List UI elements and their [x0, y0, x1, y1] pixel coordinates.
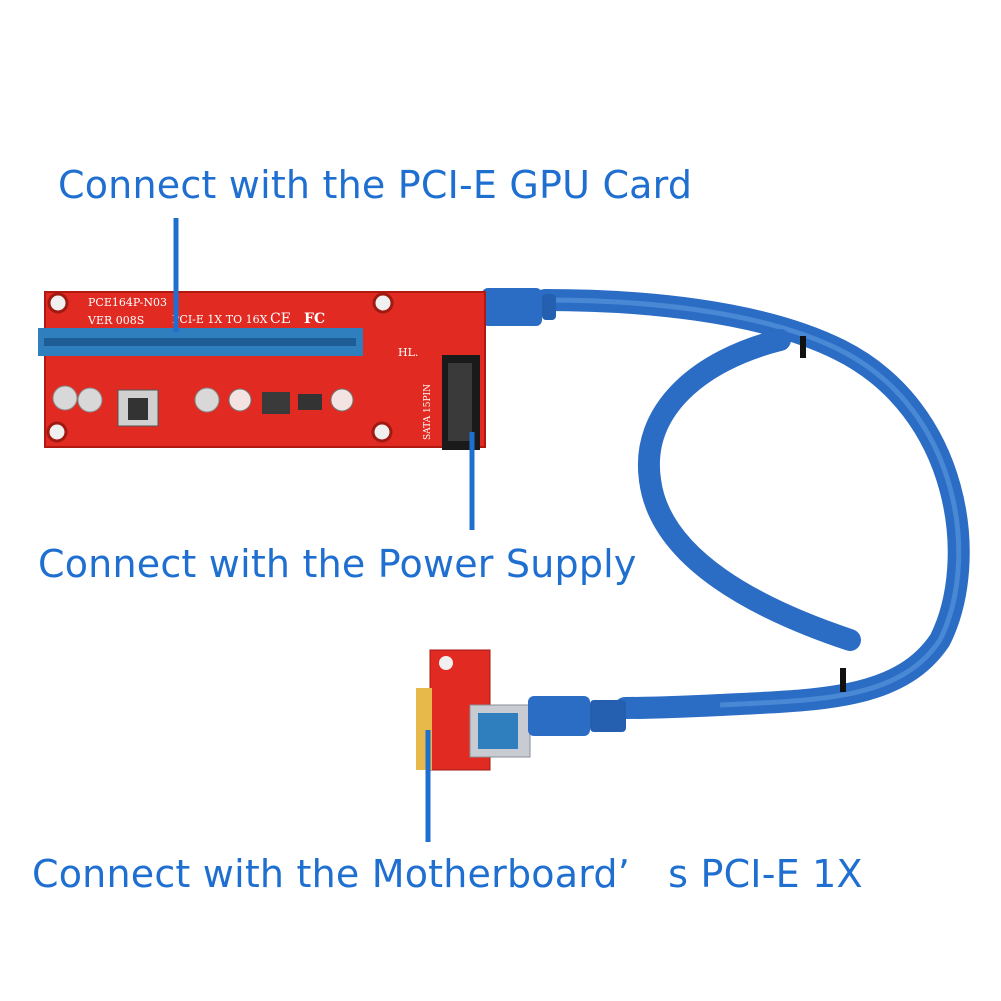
board-version-text: VER 008S [87, 314, 144, 327]
adapter-model-text: PCE2PCIE-N04 [390, 700, 399, 763]
gpu-connection-label: Connect with the PCI-E GPU Card [58, 163, 693, 207]
riser-board: PCE164P-N03 VER 008S PCI-E 1X TO 16X CE … [38, 291, 486, 450]
pcie-1x-adapter: PCE2PCIE-N04 [390, 649, 531, 771]
board-model-text: PCE164P-N03 [88, 296, 167, 309]
cable-tie-top [800, 336, 806, 358]
board-ce-mark: CE [270, 311, 291, 327]
usb-plug-bottom [528, 696, 626, 736]
board-fc-mark: FC [304, 311, 325, 327]
cable-tie-bottom [840, 668, 846, 692]
power-connection-label: Connect with the Power Supply [38, 542, 637, 586]
board-sata-text: SATA 15PIN [423, 384, 433, 440]
usb-cable [534, 289, 970, 719]
motherboard-connection-label: Connect with the Motherboard’ s PCI-E 1X [32, 852, 863, 896]
board-hl-text: HL. [398, 346, 418, 359]
board-slot-text: PCI-E 1X TO 16X [172, 313, 268, 326]
